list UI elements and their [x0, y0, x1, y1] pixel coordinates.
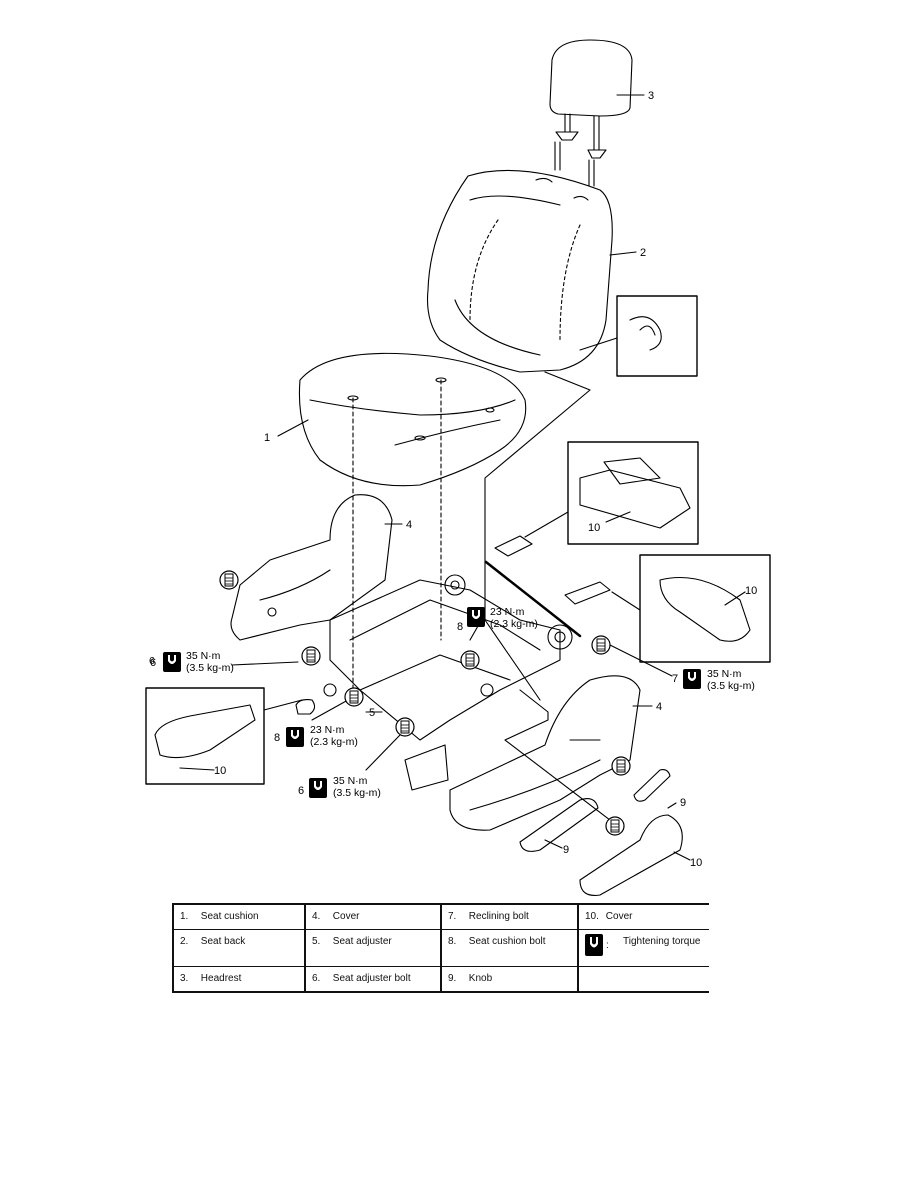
- headrest-part: [549, 39, 633, 187]
- legend-row: 1. Seat cushion 4. Cover 7. Reclining bo…: [172, 903, 709, 930]
- callout-6: 6: [298, 785, 304, 797]
- callout-7: 7: [672, 673, 678, 685]
- torque-nm: 35 N·m: [186, 650, 221, 662]
- callout-8: 8: [457, 621, 463, 633]
- callout-10: 10: [690, 857, 702, 869]
- legend-cell: 10. Cover: [577, 903, 709, 930]
- torque-nm: 23 N·m: [490, 606, 525, 618]
- torque-nm: 23 N·m: [310, 724, 345, 736]
- legend-row: 2. Seat back 5. Seat adjuster 8. Seat cu…: [172, 929, 709, 967]
- torque-label-8-lower: 23 N·m (2.3 kg-m): [310, 724, 358, 748]
- torque-kgm: (2.3 kg-m): [310, 736, 358, 748]
- legend-cell: [577, 966, 709, 993]
- torque-label-7: 35 N·m (3.5 kg-m): [707, 668, 755, 692]
- torque-nm: 35 N·m: [333, 775, 368, 787]
- callout-5: 5: [369, 707, 375, 719]
- callout-8: 8: [274, 732, 280, 744]
- callout-9: 9: [563, 844, 569, 856]
- seat-adjuster-part: [323, 574, 573, 791]
- callout-10: 10: [214, 765, 226, 777]
- seat-back-part: [426, 169, 613, 373]
- legend-row: 3. Headrest 6. Seat adjuster bolt 9. Kno…: [172, 966, 709, 993]
- wrench-icon: [286, 727, 304, 747]
- torque-kgm: (2.3 kg-m): [490, 618, 538, 630]
- callout-3: 3: [648, 90, 654, 102]
- seat-cushion-part: [298, 352, 527, 487]
- callout-4: 4: [406, 519, 412, 531]
- callout-9: 9: [680, 797, 686, 809]
- legend-cell-torque: : Tightening torque: [577, 929, 709, 967]
- callout-1: 1: [264, 432, 270, 444]
- callout-2: 2: [640, 247, 646, 259]
- callout-10: 10: [745, 585, 757, 597]
- legend-cell: 5. Seat adjuster: [304, 929, 441, 967]
- knob-right-part: [633, 769, 671, 802]
- legend-cell: 4. Cover: [304, 903, 441, 930]
- legend-cell: 1. Seat cushion: [172, 903, 305, 930]
- parts-legend-table: 1. Seat cushion 4. Cover 7. Reclining bo…: [172, 903, 709, 993]
- torque-label-6-left: 6 35 N·m (3.5 kg-m): [149, 650, 234, 674]
- wrench-icon: [309, 778, 327, 798]
- torque-label-8-upper: 23 N·m (2.3 kg-m): [490, 606, 538, 630]
- legend-cell: 7. Reclining bolt: [440, 903, 578, 930]
- legend-cell: 9. Knob: [440, 966, 578, 993]
- knob-left-part: [519, 798, 599, 852]
- legend-cell: 8. Seat cushion bolt: [440, 929, 578, 967]
- legend-cell: 2. Seat back: [172, 929, 305, 967]
- seat-exploded-diagram: 1 2 3 4 4 5 6 6 7 8 8 9 9 10 10 10 10 6 …: [145, 39, 771, 896]
- legend-cell: 3. Headrest: [172, 966, 305, 993]
- torque-label-6-lower: 35 N·m (3.5 kg-m): [333, 775, 381, 799]
- wrench-icon: [585, 934, 603, 956]
- wrench-icon: [683, 669, 701, 689]
- torque-number: 6: [149, 655, 155, 667]
- torque-kgm: (3.5 kg-m): [707, 680, 755, 692]
- wrench-icon: [163, 652, 181, 672]
- callout-6: 6: [150, 657, 156, 669]
- right-cover-part: [449, 675, 641, 831]
- legend-cell: 6. Seat adjuster bolt: [304, 966, 441, 993]
- lower-cover-part: [579, 814, 683, 896]
- torque-kgm: (3.5 kg-m): [333, 787, 381, 799]
- left-cover-part: [230, 494, 393, 641]
- torque-nm: 35 N·m: [707, 668, 742, 680]
- callout-10: 10: [588, 522, 600, 534]
- wrench-icon: [467, 607, 485, 627]
- torque-kgm: (3.5 kg-m): [186, 662, 234, 674]
- callout-4: 4: [656, 701, 662, 713]
